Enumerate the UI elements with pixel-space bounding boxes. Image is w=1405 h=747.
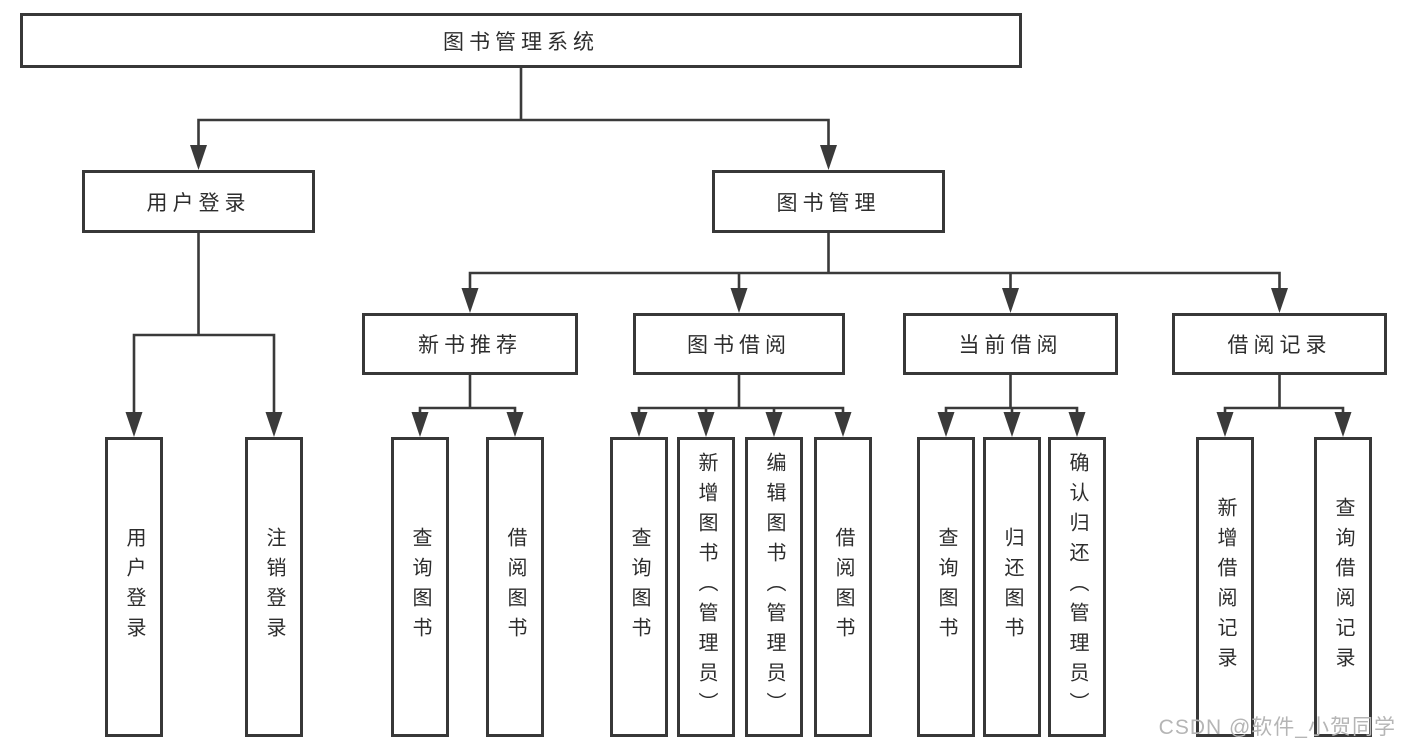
connector-book-borrow-to-leaves [637, 375, 845, 419]
arrow-down-icon [697, 412, 715, 437]
arrow-down-icon [1068, 412, 1086, 437]
arrow-down-icon [190, 145, 207, 170]
leaf-edit-book-admin: 编辑图书（管理员） [745, 437, 803, 737]
node-label: 查询图书 [409, 527, 431, 647]
node-label: 注销登录 [263, 527, 285, 647]
node-label: 图书借阅 [687, 334, 791, 357]
node-new-book-recommend: 新书推荐 [362, 313, 578, 375]
connector-borrow-records-to-leaves [1223, 375, 1345, 419]
node-borrow-records: 借阅记录 [1172, 313, 1387, 375]
leaf-confirm-return-admin: 确认归还（管理员） [1048, 437, 1106, 737]
node-book-management: 图书管理 [712, 170, 945, 233]
node-label: 查询借阅记录 [1332, 497, 1354, 677]
leaf-logout: 注销登录 [245, 437, 303, 737]
leaf-query-books-current: 查询图书 [917, 437, 975, 737]
node-label: 新增借阅记录 [1214, 497, 1236, 677]
node-label: 编辑图书（管理员） [763, 452, 785, 722]
arrow-down-icon [765, 412, 783, 437]
connector-root-to-level2 [197, 68, 830, 150]
node-label: 借阅图书 [832, 527, 854, 647]
node-book-borrow: 图书借阅 [633, 313, 845, 375]
csdn-watermark: CSDN @软件_小贺同学 [1158, 716, 1396, 739]
node-label: 图书管理 [776, 191, 881, 215]
node-current-borrow: 当前借阅 [903, 313, 1118, 375]
arrow-down-icon [1002, 288, 1019, 313]
connector-new-book-recommend-to-leaves [418, 375, 517, 419]
arrow-down-icon [506, 412, 524, 437]
arrow-down-icon [730, 288, 748, 313]
arrow-down-icon [265, 412, 283, 437]
leaf-borrow-books: 借阅图书 [814, 437, 872, 737]
leaf-borrow-books-recommend: 借阅图书 [486, 437, 544, 737]
node-library-management-system: 图书管理系统 [20, 13, 1022, 68]
arrow-down-icon [834, 412, 852, 437]
arrowhead-icons [125, 145, 1352, 437]
connector-user-login-to-leaves [132, 233, 276, 419]
node-label: 借阅记录 [1227, 334, 1332, 357]
node-label: 查询图书 [628, 527, 650, 647]
arrow-down-icon [461, 288, 479, 313]
arrow-down-icon [937, 412, 955, 437]
node-label: 用户登录 [123, 527, 145, 647]
node-label: 借阅图书 [504, 527, 526, 647]
node-label: 用户登录 [146, 191, 251, 215]
node-user-login: 用户登录 [82, 170, 315, 233]
node-label: 当前借阅 [958, 334, 1063, 357]
leaf-query-books-recommend: 查询图书 [391, 437, 449, 737]
leaf-user-login: 用户登录 [105, 437, 163, 737]
arrow-down-icon [411, 412, 429, 437]
arrow-down-icon [1003, 412, 1021, 437]
leaf-query-books-borrow: 查询图书 [610, 437, 668, 737]
arrow-down-icon [1216, 412, 1234, 437]
node-label: 确认归还（管理员） [1066, 452, 1088, 722]
leaf-add-book-admin: 新增图书（管理员） [677, 437, 735, 737]
node-label: 查询图书 [935, 527, 957, 647]
leaf-add-borrow-record: 新增借阅记录 [1196, 437, 1254, 737]
leaf-return-book: 归还图书 [983, 437, 1041, 737]
node-label: 图书管理系统 [443, 30, 599, 54]
node-label: 归还图书 [1001, 527, 1023, 647]
arrow-down-icon [125, 412, 143, 437]
connector-book-management-to-level3 [468, 233, 1281, 295]
arrow-down-icon [1334, 412, 1352, 437]
node-label: 新增图书（管理员） [695, 452, 717, 722]
arrow-down-icon [820, 145, 837, 170]
leaf-query-borrow-record: 查询借阅记录 [1314, 437, 1372, 737]
arrow-down-icon [1271, 288, 1288, 313]
node-label: 新书推荐 [418, 334, 522, 357]
arrow-down-icon [630, 412, 648, 437]
